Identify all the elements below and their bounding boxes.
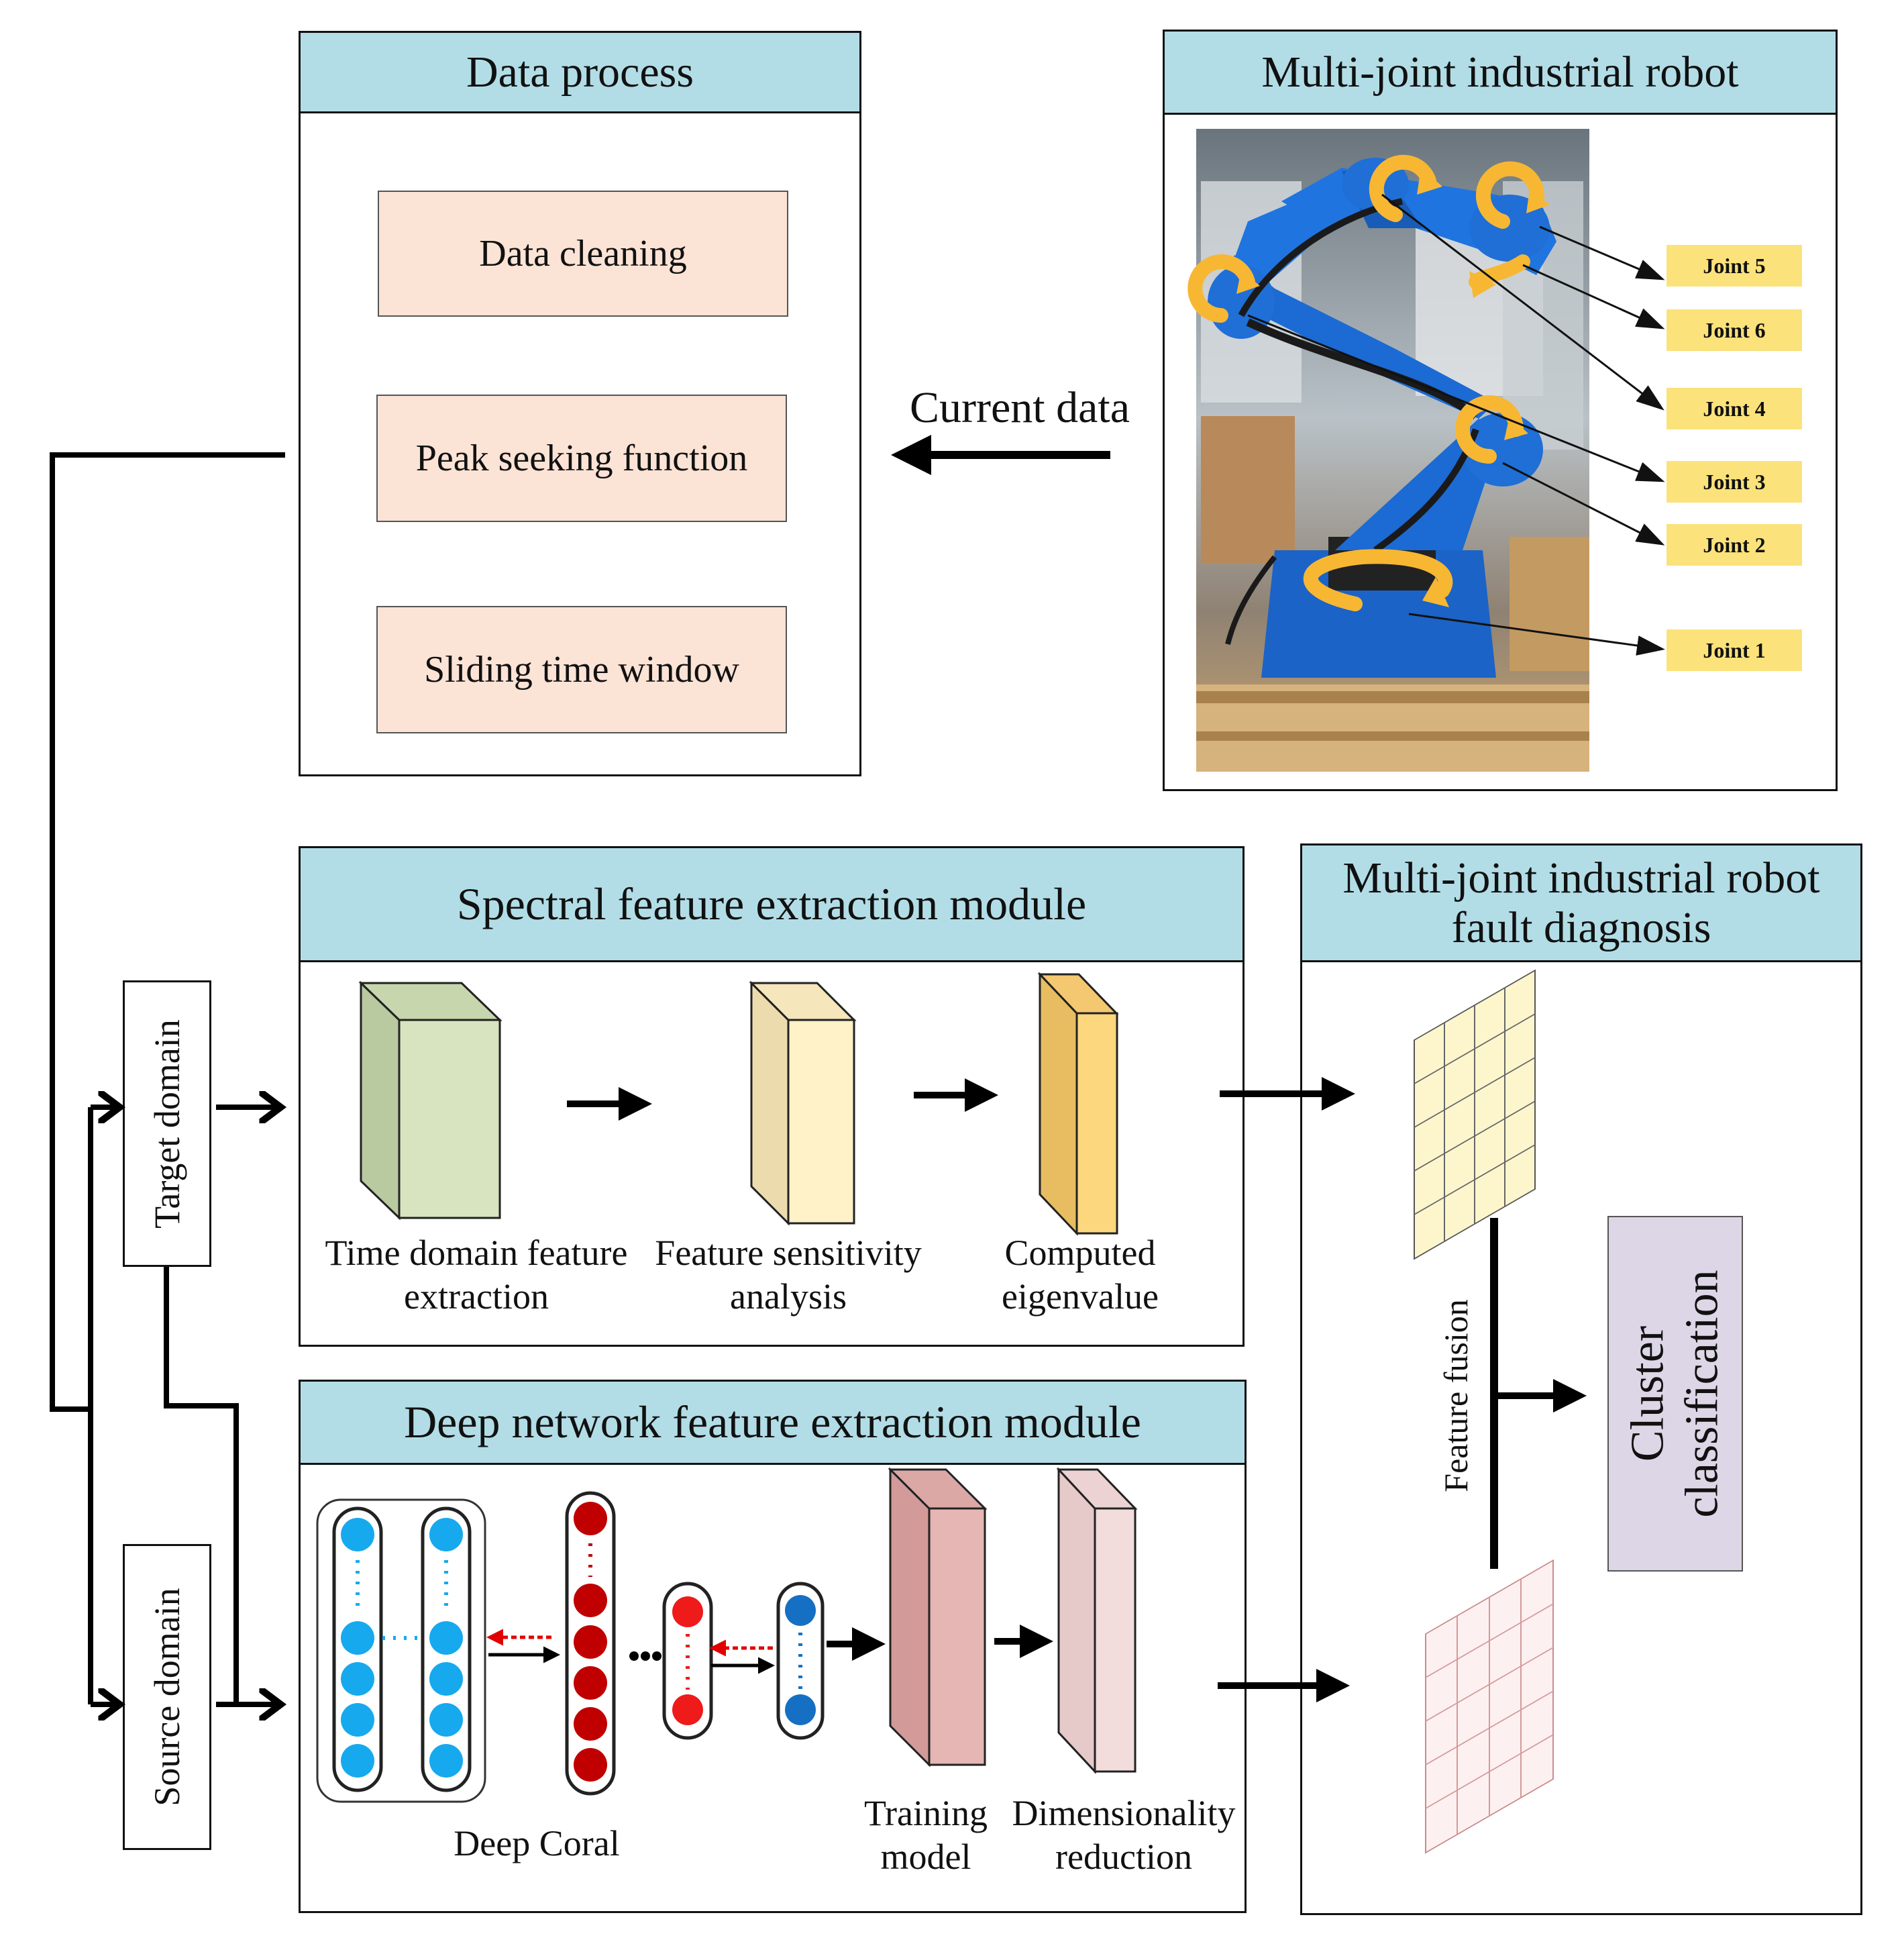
diagnosis-title-line-2: fault diagnosis: [1451, 903, 1711, 952]
diagnosis-panel: Multi-joint industrial robot fault diagn…: [1300, 843, 1862, 1915]
sliding-window-label: Sliding time window: [424, 649, 739, 690]
joint-6-label: Joint 6: [1667, 309, 1802, 351]
deep-module-title: Deep network feature extraction module: [404, 1396, 1141, 1448]
joint-3-label: Joint 3: [1667, 461, 1802, 503]
source-domain-label: Source domain: [147, 1588, 187, 1806]
robot-panel-header: Multi-joint industrial robot: [1165, 32, 1836, 115]
target-domain-box: Target domain: [123, 980, 211, 1267]
sliding-window-step: Sliding time window: [376, 606, 787, 733]
joint-1-label: Joint 1: [1667, 629, 1802, 671]
feature-fusion-label-wrap: Feature fusion: [1436, 1282, 1476, 1510]
robot-panel-title: Multi-joint industrial robot: [1261, 47, 1739, 97]
diagnosis-title-line-1: Multi-joint industrial robot: [1342, 853, 1820, 903]
target-domain-label: Target domain: [147, 1019, 187, 1229]
cluster-classification-label: Cluster classification: [1622, 1270, 1730, 1517]
training-model-caption: Training model: [863, 1793, 988, 1877]
data-cleaning-step: Data cleaning: [378, 191, 788, 317]
data-process-header: Data process: [301, 33, 859, 113]
data-cleaning-label: Data cleaning: [479, 233, 687, 274]
cluster-line-2: classification: [1676, 1270, 1728, 1518]
feature-fusion-label: Feature fusion: [1437, 1299, 1475, 1492]
computed-eigenvalue-caption: Computed eigenvalue: [1002, 1233, 1159, 1317]
current-data-label: Current data: [909, 383, 1130, 432]
feature-sensitivity-caption: Feature sensitivity analysis: [655, 1233, 922, 1317]
data-process-title: Data process: [466, 47, 694, 97]
joint-2-label: Joint 2: [1667, 524, 1802, 566]
deep-coral-label: Deep Coral: [454, 1823, 620, 1863]
joint-4-label: Joint 4: [1667, 388, 1802, 429]
dimensionality-caption: Dimensionality reduction: [1012, 1793, 1236, 1877]
cluster-classification-box: Cluster classification: [1607, 1216, 1743, 1572]
cluster-line-1: Cluster: [1622, 1325, 1674, 1462]
peak-seeking-step: Peak seeking function: [376, 395, 787, 522]
deep-module-header: Deep network feature extraction module: [301, 1382, 1245, 1465]
joint-5-label: Joint 5: [1667, 245, 1802, 287]
spectral-module-title: Spectral feature extraction module: [456, 878, 1087, 930]
diagnosis-header: Multi-joint industrial robot fault diagn…: [1302, 845, 1860, 962]
time-domain-caption: Time domain feature extraction: [325, 1233, 628, 1317]
spectral-module-header: Spectral feature extraction module: [301, 848, 1242, 962]
peak-seeking-label: Peak seeking function: [415, 438, 748, 479]
source-domain-box: Source domain: [123, 1544, 211, 1850]
